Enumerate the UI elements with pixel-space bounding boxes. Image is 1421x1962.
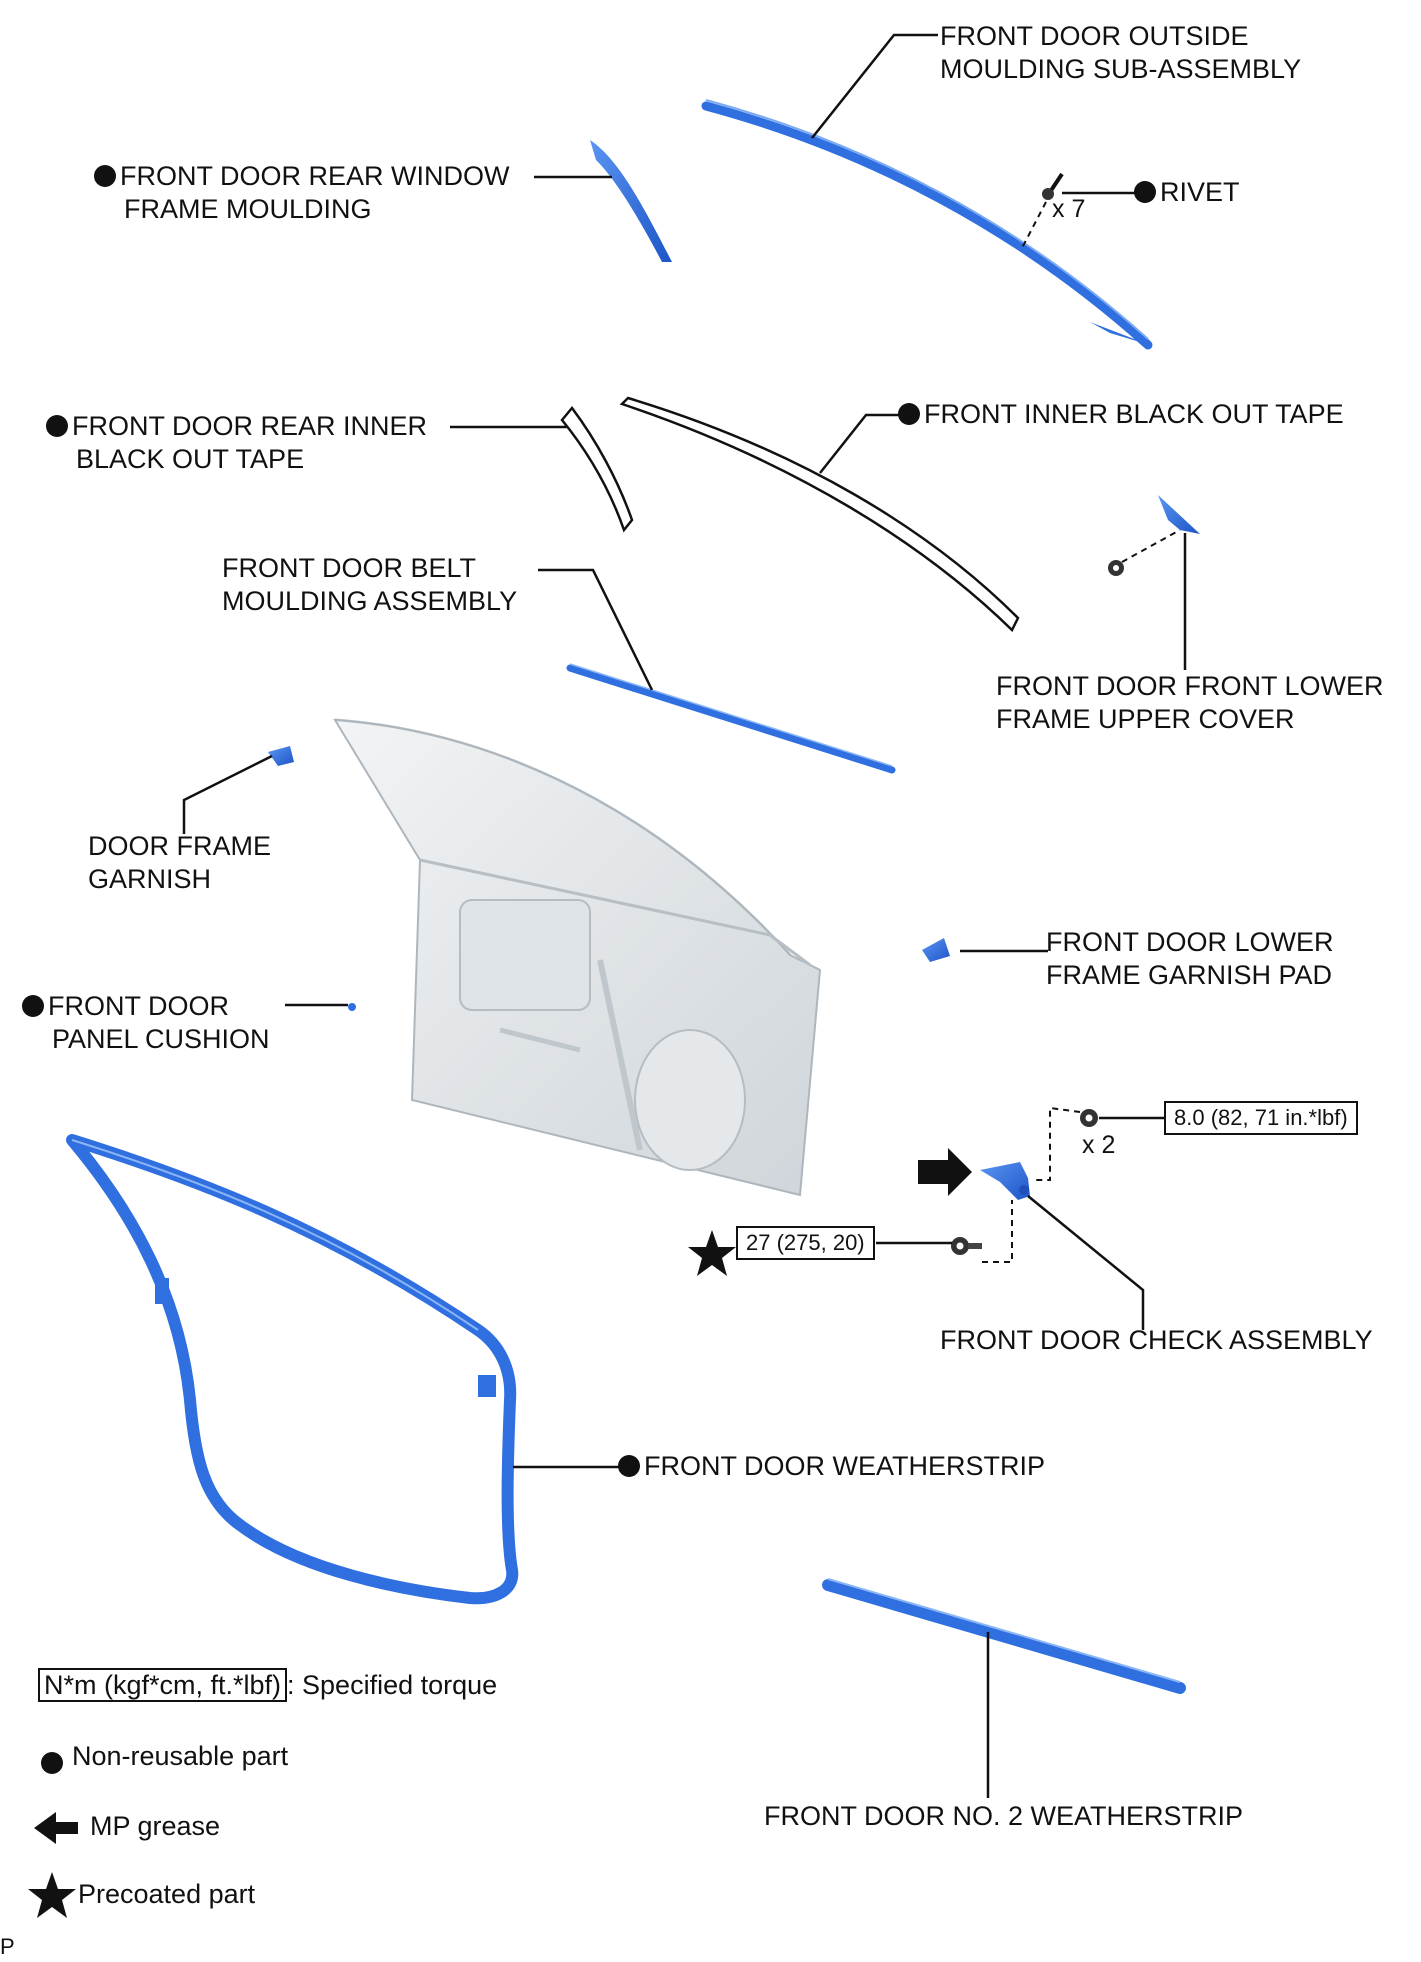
non-reusable-dot	[1134, 181, 1156, 203]
legend-precoated: Precoated part	[78, 1879, 256, 1909]
rivet-dash	[1021, 201, 1047, 249]
non-reusable-dot	[22, 995, 44, 1017]
label-panel-cushion-line1: FRONT DOOR	[22, 990, 270, 1023]
non-reusable-dot	[618, 1455, 640, 1477]
label-rear-window-moulding-line1: FRONT DOOR REAR WINDOW	[94, 160, 509, 193]
label-front-inner-tape: FRONT INNER BLACK OUT TAPE	[898, 398, 1344, 431]
legend-arrow	[34, 1812, 78, 1844]
door-panel-part	[333, 718, 822, 1197]
label-door-frame-garnish-line1: DOOR FRAME	[88, 831, 272, 861]
door-frame-garnish-part	[268, 746, 294, 766]
legend-torque-text: : Specified torque	[287, 1670, 498, 1700]
label-outside-moulding-line1: FRONT DOOR OUTSIDE	[940, 21, 1249, 51]
label-outside-moulding-line2: MOULDING SUB-ASSEMBLY	[940, 54, 1302, 84]
label-rear-inner-tape: FRONT DOOR REAR INNER BLACK OUT TAPE	[46, 410, 427, 476]
legend-torque: N*m (kgf*cm, ft.*lbf): Specified torque	[38, 1668, 498, 1702]
label-front-lower-cover: FRONT DOOR FRONT LOWER FRAME UPPER COVER	[996, 670, 1384, 736]
legend-star	[28, 1872, 76, 1918]
check-assembly-leader	[1027, 1195, 1145, 1330]
label-lower-garnish-pad: FRONT DOOR LOWER FRAME GARNISH PAD	[1046, 926, 1334, 992]
legend-torque-box: N*m (kgf*cm, ft.*lbf)	[38, 1668, 288, 1702]
belt-moulding-leader	[538, 568, 654, 691]
label-belt-moulding: FRONT DOOR BELT MOULDING ASSEMBLY	[222, 552, 517, 618]
label-belt-moulding-line1: FRONT DOOR BELT	[222, 553, 477, 583]
torque-box-lower: 27 (275, 20)	[736, 1226, 875, 1260]
torque-box-upper: 8.0 (82, 71 in.*lbf)	[1164, 1101, 1358, 1135]
label-weatherstrip: FRONT DOOR WEATHERSTRIP	[618, 1450, 1045, 1483]
precoated-star-mark	[688, 1230, 736, 1276]
label-front-lower-cover-line2: FRAME UPPER COVER	[996, 704, 1295, 734]
rear-window-moulding-part	[590, 140, 672, 262]
label-rear-window-moulding: FRONT DOOR REAR WINDOW FRAME MOULDING	[94, 160, 509, 226]
label-rivet-qty: x 7	[1052, 195, 1086, 223]
belt-moulding-part	[566, 663, 896, 774]
lower-garnish-pad-part	[922, 938, 950, 962]
check-assembly-part	[980, 1162, 1030, 1200]
door-frame-garnish-leader	[182, 754, 273, 834]
label-panel-cushion-line2: PANEL CUSHION	[52, 1024, 270, 1054]
check-bolt-upper-dash	[1036, 1106, 1081, 1181]
label-rear-window-moulding-line2: FRAME MOULDING	[124, 194, 372, 224]
label-rivet: RIVET	[1134, 176, 1240, 209]
legend-non-reusable: Non-reusable part	[72, 1741, 289, 1771]
label-rear-inner-tape-line1: FRONT DOOR REAR INNER	[46, 410, 427, 443]
no2-weatherstrip-part	[822, 1578, 1186, 1694]
front-lower-cover-part	[1158, 495, 1200, 534]
rivet-part	[1042, 172, 1064, 200]
front-inner-tape-leader	[819, 413, 902, 474]
front-lower-cover-dash	[1121, 529, 1181, 563]
check-bolt-lower-dash	[982, 1200, 1013, 1263]
label-no2-weatherstrip: FRONT DOOR NO. 2 WEATHERSTRIP	[764, 1801, 1244, 1831]
label-outside-moulding: FRONT DOOR OUTSIDE MOULDING SUB-ASSEMBLY	[940, 20, 1301, 86]
legend-mp-grease: MP grease	[90, 1811, 221, 1841]
label-panel-cushion: FRONT DOOR PANEL CUSHION	[22, 990, 270, 1056]
label-rear-inner-tape-line2: BLACK OUT TAPE	[76, 444, 305, 474]
legend-dot	[41, 1752, 63, 1774]
label-check-assembly: FRONT DOOR CHECK ASSEMBLY	[940, 1325, 1373, 1355]
check-bolt-upper	[1080, 1109, 1098, 1127]
label-belt-moulding-line2: MOULDING ASSEMBLY	[222, 586, 518, 616]
label-lower-garnish-pad-line1: FRONT DOOR LOWER	[1046, 927, 1334, 957]
non-reusable-dot	[898, 403, 920, 425]
label-front-lower-cover-line1: FRONT DOOR FRONT LOWER	[996, 671, 1384, 701]
rear-inner-tape-part	[560, 405, 634, 533]
outside-moulding-leader	[811, 33, 938, 139]
panel-cushion-part	[348, 1003, 356, 1011]
corner-mark: P	[0, 1934, 15, 1959]
mp-grease-arrow	[918, 1148, 972, 1196]
label-door-frame-garnish: DOOR FRAME GARNISH	[88, 830, 271, 896]
check-bolt-lower	[951, 1237, 982, 1255]
label-check-bolt-qty: x 2	[1082, 1131, 1116, 1159]
label-lower-garnish-pad-line2: FRAME GARNISH PAD	[1046, 960, 1333, 990]
non-reusable-dot	[94, 165, 116, 187]
label-door-frame-garnish-line2: GARNISH	[88, 864, 212, 894]
weatherstrip-part	[66, 1134, 519, 1605]
non-reusable-dot	[46, 415, 68, 437]
outside-moulding-part	[701, 99, 1153, 350]
front-inner-tape-part	[619, 396, 1020, 633]
front-lower-cover-nut	[1108, 560, 1124, 576]
